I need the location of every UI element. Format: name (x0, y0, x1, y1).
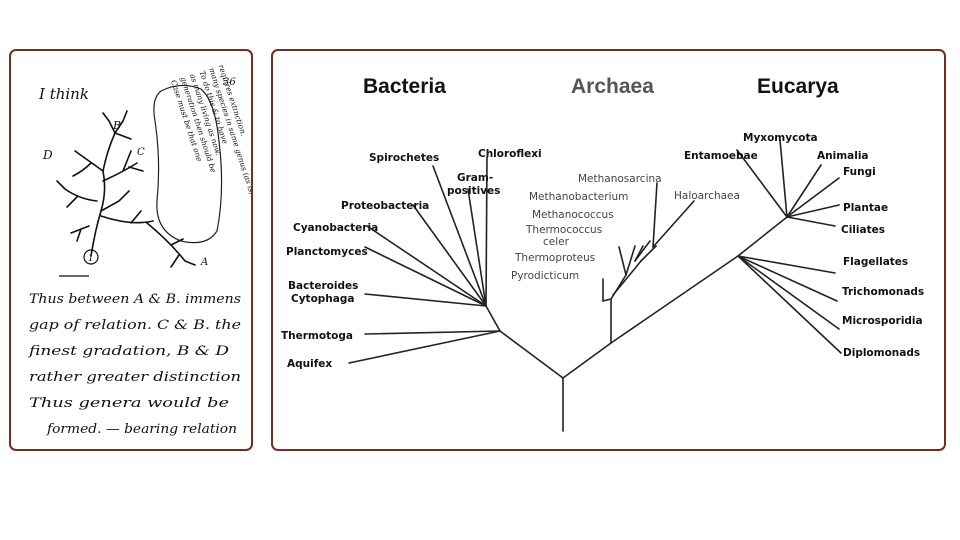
taxon-trichomonads: Trichomonads (842, 286, 924, 298)
label-one-circle (83, 249, 99, 265)
taxon-fungi: Fungi (843, 166, 876, 178)
tree-of-life-diagram: Bacteria Archaea Eucarya (281, 75, 924, 432)
svg-text:Thus between A & B. immens: Thus between A & B. immens (29, 292, 241, 307)
taxon-diplomonads: Diplomonads (843, 347, 920, 359)
label-b: B (112, 119, 121, 132)
taxon-animalia: Animalia (817, 150, 869, 162)
archaea-labels: Methanosarcina Methanobacterium Haloarch… (511, 173, 740, 282)
sketch-tree (56, 110, 196, 268)
taxon-planctomyces: Planctomyces (286, 246, 368, 258)
taxon-bacteroides-cytophaga: Bacteroides (288, 280, 358, 292)
taxon-methanosarcina: Methanosarcina (578, 173, 662, 185)
svg-text:gap of relation. C & B. the: gap of relation. C & B. the (29, 318, 241, 333)
taxon-thermoproteus: Thermoproteus (514, 252, 595, 264)
label-a: A (200, 257, 208, 268)
taxon-gram-positives: Gram- (457, 172, 493, 184)
taxon-proteobacteria: Proteobacteria (341, 200, 429, 212)
svg-text:celer: celer (543, 236, 570, 248)
taxon-chloroflexi: Chloroflexi (478, 148, 542, 160)
page-number: 36 (223, 77, 236, 88)
svg-text:Thus genera would be: Thus genera would be (29, 396, 229, 411)
taxon-aquifex: Aquifex (287, 358, 332, 370)
domain-bacteria: Bacteria (363, 75, 446, 98)
label-d: D (42, 148, 53, 162)
taxon-myxomycota: Myxomycota (743, 132, 818, 144)
opening-phrase: I think (38, 85, 89, 103)
label-one: 1 (88, 254, 94, 264)
margin-note: Case must be that one generation then sh… (169, 63, 251, 196)
taxon-ciliates: Ciliates (841, 224, 885, 236)
taxon-flagellates: Flagellates (843, 256, 908, 268)
taxon-methanobacterium: Methanobacterium (529, 191, 628, 203)
handwritten-note: Thus between A & B. immens gap of relati… (28, 292, 242, 437)
tree-branches (348, 139, 842, 432)
svg-text:positives: positives (447, 185, 500, 197)
taxon-cyanobacteria: Cyanobacteria (293, 222, 378, 234)
darwin-sketch-panel: 36 I think Case must be that one generat… (9, 49, 253, 451)
taxon-pyrodicticum: Pyrodicticum (511, 270, 579, 282)
eucarya-labels: Myxomycota Entamoebae Animalia Fungi Pla… (684, 132, 924, 359)
margin-bracket (153, 84, 223, 244)
label-c: C (137, 147, 145, 158)
taxon-microsporidia: Microsporidia (842, 315, 923, 327)
taxon-entamoebae: Entamoebae (684, 150, 758, 162)
svg-text:formed. — bearing relation: formed. — bearing relation (46, 422, 237, 437)
taxon-thermotoga: Thermotoga (281, 330, 353, 342)
svg-text:rather greater distinction: rather greater distinction (29, 370, 241, 385)
domain-eucarya: Eucarya (757, 75, 839, 98)
tree-of-life-panel: Bacteria Archaea Eucarya (271, 49, 946, 451)
taxon-plantae: Plantae (843, 202, 888, 214)
bacteria-labels: Spirochetes Chloroflexi Gram- positives … (281, 148, 542, 370)
domain-archaea: Archaea (571, 75, 654, 98)
taxon-thermococcus-celer: Thermococcus (525, 224, 602, 236)
taxon-methanococcus: Methanococcus (532, 209, 614, 221)
darwin-sketch: 36 I think Case must be that one generat… (28, 63, 251, 437)
svg-text:Cytophaga: Cytophaga (291, 293, 354, 305)
taxon-haloarchaea: Haloarchaea (674, 190, 740, 202)
svg-text:finest gradation, B & D: finest gradation, B & D (28, 344, 230, 359)
taxon-spirochetes: Spirochetes (369, 152, 439, 164)
